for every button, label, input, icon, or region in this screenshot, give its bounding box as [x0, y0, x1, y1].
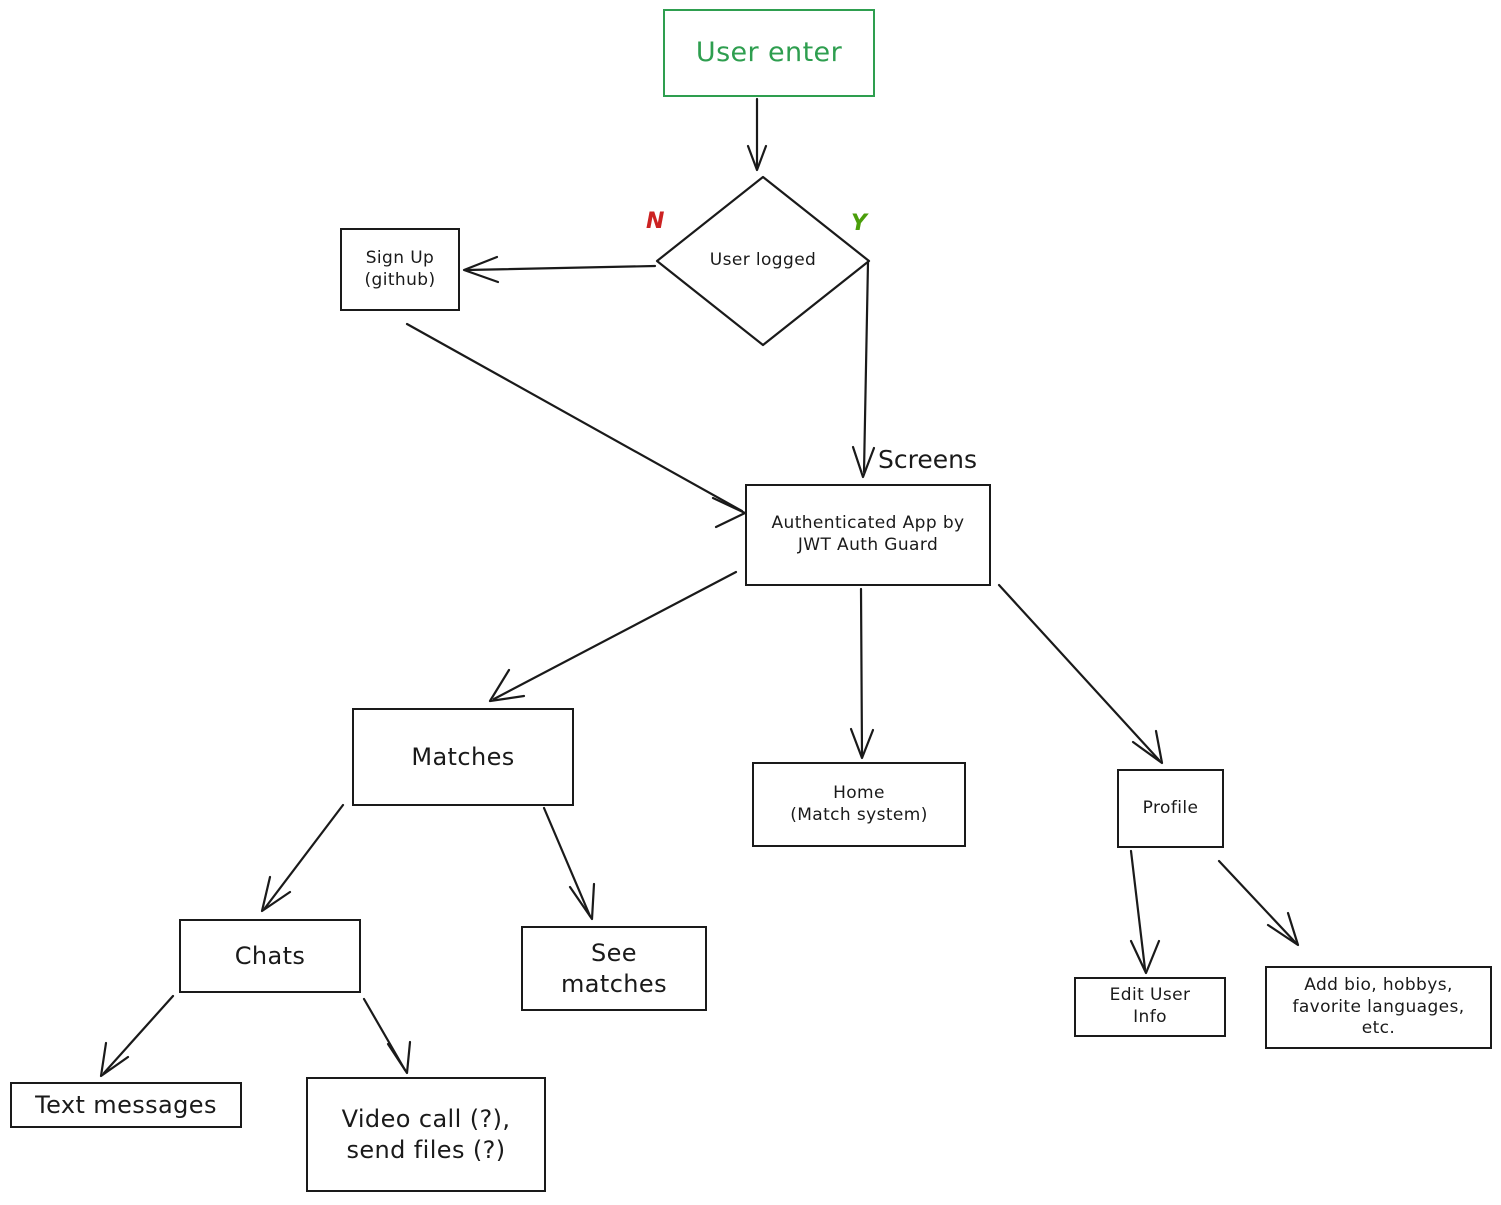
edge-profile-to-edit-user-info [1129, 849, 1161, 975]
edge-label-screens: Screens [878, 445, 977, 474]
edge-sign-up-to-authenticated-app [405, 322, 747, 529]
node-label-profile: Profile [1142, 797, 1199, 818]
edge-profile-to-add-bio [1217, 859, 1300, 947]
node-label-chats: Chats [234, 941, 306, 970]
node-label-edit-user-info: Edit User Info [1109, 985, 1191, 1027]
node-label-add-bio: Add bio, hobbys, favorite languages, etc… [1292, 974, 1465, 1039]
edge-authenticated-app-to-profile [997, 583, 1164, 765]
edge-label-branch-yes: Y [851, 211, 867, 236]
node-label-matches: Matches [411, 742, 515, 771]
node-label-authenticated-app: Authenticated App by JWT Auth Guard [771, 513, 965, 555]
node-home[interactable]: Home (Match system) [752, 762, 966, 847]
node-edit-user-info[interactable]: Edit User Info [1074, 977, 1226, 1037]
node-authenticated-app[interactable]: Authenticated App by JWT Auth Guard [745, 484, 991, 586]
node-label-see-matches: See matches [561, 938, 667, 998]
node-label-user-enter: User enter [695, 36, 843, 68]
node-matches[interactable]: Matches [352, 708, 574, 806]
edge-chats-to-video-call [362, 997, 412, 1075]
node-chats[interactable]: Chats [179, 919, 361, 993]
edge-matches-to-chats [260, 803, 345, 913]
node-text-messages[interactable]: Text messages [10, 1082, 242, 1128]
edge-user-logged-to-sign-up [462, 255, 657, 284]
node-label-home: Home (Match system) [790, 782, 928, 825]
node-user-enter[interactable]: User enter [663, 9, 875, 97]
edge-label-branch-no: N [646, 209, 665, 234]
node-label-user-logged: User logged [709, 250, 817, 271]
node-see-matches[interactable]: See matches [521, 926, 707, 1011]
edge-matches-to-see-matches [542, 806, 596, 921]
diamond-outline [655, 175, 871, 347]
node-label-sign-up: Sign Up (github) [364, 247, 436, 290]
edge-chats-to-text-messages [99, 994, 175, 1078]
node-video-call[interactable]: Video call (?), send files (?) [306, 1077, 546, 1192]
edge-authenticated-app-to-matches [488, 570, 738, 703]
edge-authenticated-app-to-home [849, 587, 875, 760]
node-add-bio[interactable]: Add bio, hobbys, favorite languages, etc… [1265, 966, 1492, 1049]
edge-user-enter-to-user-logged [746, 97, 768, 172]
node-profile[interactable]: Profile [1117, 769, 1224, 848]
node-user-logged[interactable]: User logged [655, 175, 871, 347]
node-sign-up[interactable]: Sign Up (github) [340, 228, 460, 311]
node-label-text-messages: Text messages [35, 1090, 217, 1119]
node-label-video-call: Video call (?), send files (?) [341, 1104, 511, 1164]
